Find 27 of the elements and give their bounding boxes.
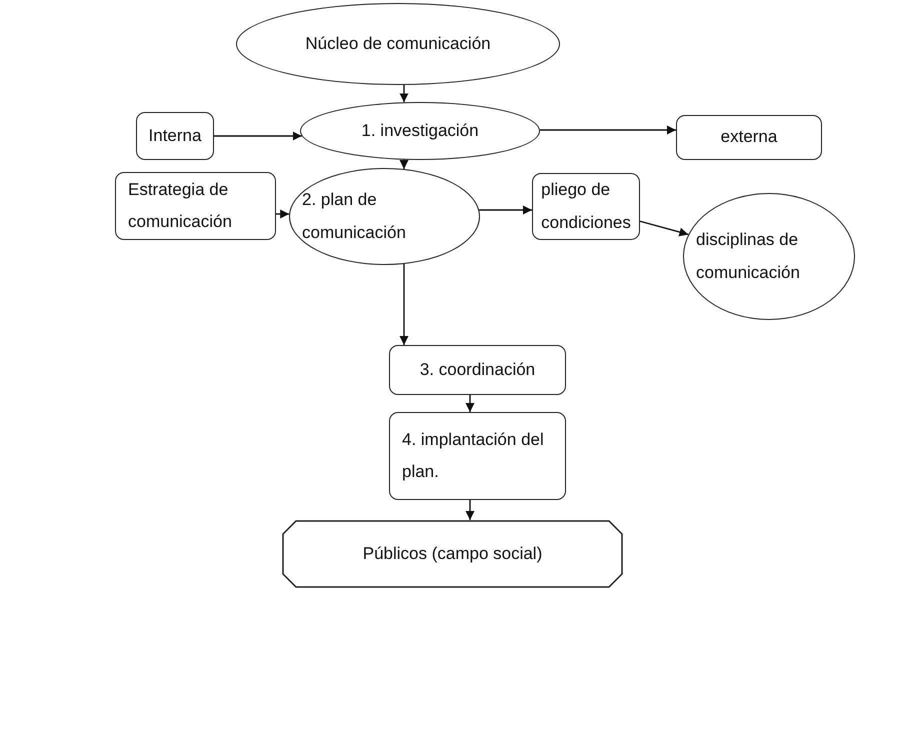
arrow xyxy=(400,84,408,102)
node-text: Estrategia de comunicación xyxy=(128,178,233,233)
process-box xyxy=(115,172,276,240)
node-text: 2. plan de comunicación xyxy=(302,189,407,244)
process-box xyxy=(389,412,566,500)
process-box xyxy=(676,115,822,160)
process-box xyxy=(532,173,640,240)
arrow xyxy=(466,395,474,412)
node-text: Interna xyxy=(148,124,202,147)
arrow xyxy=(479,206,532,214)
arrow xyxy=(276,210,290,218)
arrow xyxy=(640,220,689,236)
arrow xyxy=(400,264,408,345)
arrow xyxy=(400,160,408,170)
node-text: 3. coordinación xyxy=(420,358,536,381)
arrow xyxy=(540,126,676,134)
process-box xyxy=(136,112,214,160)
process-box xyxy=(389,345,566,395)
node-text: 4. implantación del plan. xyxy=(402,428,545,483)
node-text: Públicos (campo social) xyxy=(362,542,542,565)
node-text: Núcleo de comunicación xyxy=(305,32,491,55)
arrow xyxy=(466,500,474,520)
node-text: pliego de condiciones xyxy=(541,179,631,234)
node-text: externa xyxy=(720,126,778,148)
arrow xyxy=(214,132,302,140)
node-text: disciplinas de comunicación xyxy=(696,229,801,284)
node-text: 1. investigación xyxy=(361,120,479,142)
